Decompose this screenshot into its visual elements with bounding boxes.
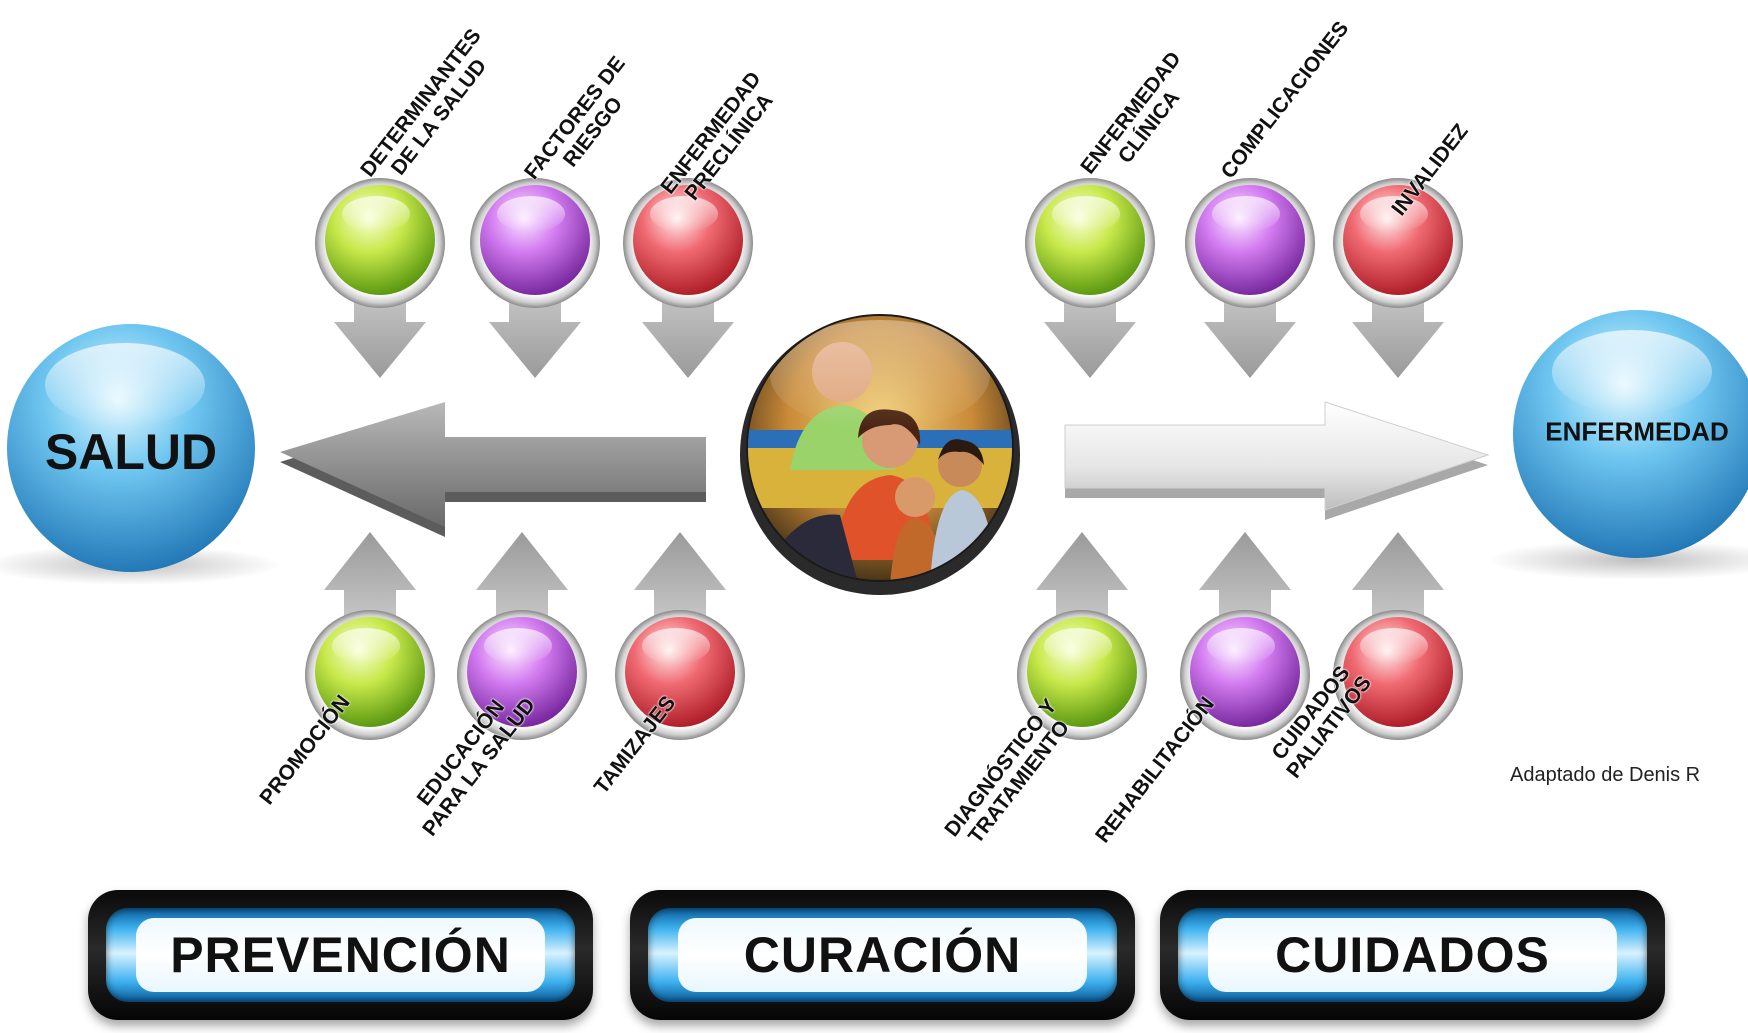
phase-prevencion-label: PREVENCIÓN bbox=[170, 927, 511, 983]
enfermedad-shadow bbox=[1487, 540, 1748, 580]
phase-curacion-label: CURACIÓN bbox=[743, 927, 1022, 983]
salud-label: SALUD bbox=[44, 424, 218, 480]
top-factor-circle-3-gloss bbox=[1052, 196, 1120, 232]
top-factors-group bbox=[315, 178, 1463, 378]
bottom-action-circle-5 bbox=[1333, 610, 1463, 740]
top-factor-circle-5 bbox=[1333, 178, 1463, 308]
top-factor-circle-0-gloss bbox=[342, 196, 410, 232]
top-factor-circle-5-gloss bbox=[1360, 196, 1428, 232]
bottom-action-circle-2 bbox=[615, 610, 745, 740]
top-factor-circle-3 bbox=[1025, 178, 1155, 308]
top-factor-circle-2 bbox=[623, 178, 753, 308]
bottom-actions-group bbox=[305, 532, 1463, 740]
top-factor-circle-2-gloss bbox=[650, 196, 718, 232]
phase-cuidados-label: CUIDADOS bbox=[1275, 927, 1550, 983]
bottom-action-circle-4-gloss bbox=[1207, 628, 1275, 664]
top-factor-circle-1-gloss bbox=[497, 196, 565, 232]
top-factor-circle-4 bbox=[1185, 178, 1315, 308]
right-main-arrow bbox=[1064, 401, 1490, 520]
bottom-action-circle-3-gloss bbox=[1044, 628, 1112, 664]
phase-curacion: CURACIÓN bbox=[630, 890, 1135, 1020]
bottom-action-circle-2-gloss bbox=[642, 628, 710, 664]
top-factor-circle-1 bbox=[470, 178, 600, 308]
bottom-action-circle-3 bbox=[1017, 610, 1147, 740]
bottom-action-circle-5-gloss bbox=[1360, 628, 1428, 664]
bottom-action-circle-1 bbox=[457, 610, 587, 740]
top-factor-circle-4-gloss bbox=[1212, 196, 1280, 232]
family-photo-orb bbox=[740, 314, 1020, 595]
bottom-action-circle-0-gloss bbox=[332, 628, 400, 664]
enfermedad-label: ENFERMEDAD bbox=[1545, 416, 1729, 447]
enfermedad-orb bbox=[1513, 310, 1748, 558]
salud-orb bbox=[7, 324, 255, 572]
bottom-action-circle-0 bbox=[305, 610, 435, 740]
left-main-arrow bbox=[280, 402, 706, 537]
phase-cuidados: CUIDADOS bbox=[1160, 890, 1665, 1020]
bottom-action-circle-4 bbox=[1180, 610, 1310, 740]
phase-prevencion: PREVENCIÓN bbox=[88, 890, 593, 1020]
bottom-action-circle-1-gloss bbox=[484, 628, 552, 664]
top-factor-circle-0 bbox=[315, 178, 445, 308]
credit-text: Adaptado de Denis R bbox=[1510, 764, 1701, 786]
